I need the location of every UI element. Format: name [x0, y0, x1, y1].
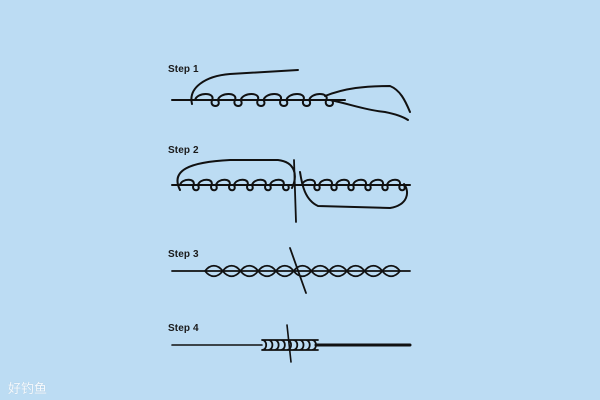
step-4-knot — [261, 339, 319, 351]
step-3-wraps — [204, 264, 401, 278]
step-2-label: Step 2 — [168, 145, 199, 156]
step-3-label: Step 3 — [168, 249, 199, 260]
step-1-tag-end — [190, 69, 299, 105]
step-4-tag-end — [286, 324, 292, 363]
step-2-left-coil — [179, 178, 290, 192]
step-4-drawing — [171, 324, 412, 363]
step-3-tag-end — [289, 247, 307, 294]
step-1-lower-strand — [329, 99, 409, 121]
step-2-right-loop — [299, 171, 408, 209]
watermark: 好钓鱼 — [8, 382, 48, 397]
step-4-label: Step 4 — [168, 323, 199, 334]
step-1-upper-strand — [324, 85, 411, 113]
step-2-crossing-end — [293, 159, 297, 223]
step-1-label: Step 1 — [168, 64, 199, 75]
step-2-right-coil — [301, 178, 406, 192]
step-1-drawing — [171, 69, 411, 121]
step-3-drawing — [171, 247, 411, 294]
step-1-coil — [194, 93, 334, 107]
step-2-drawing — [171, 159, 411, 223]
